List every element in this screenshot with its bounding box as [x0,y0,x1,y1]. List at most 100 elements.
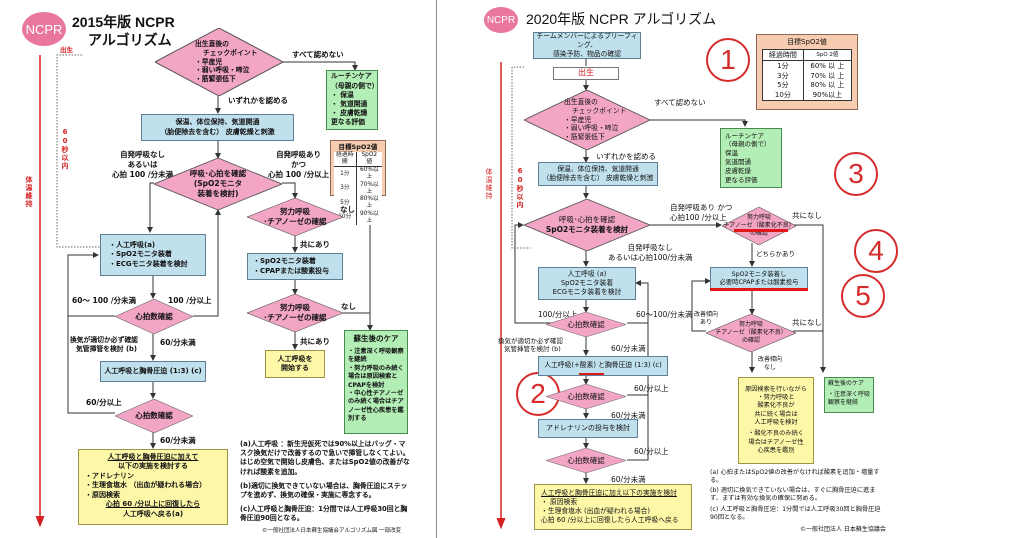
ventilation-adequate-label: 換気が適切か必ず確認 気管挿管を検討 (b) [70,336,138,353]
any-label: いずれかを認める [228,96,288,105]
ventilation-adequate-label: 換気が適切か必ず確認 気管挿管を検討 (b) [498,337,563,354]
hr-under-60-label-1: 60/分未満 [160,338,196,347]
hr-60-up-label-2: 60/分以上 [634,447,669,456]
initial-steps-line1: 保温、体位保持、気道開通 [175,118,260,127]
both-none-label-2: 共になし [792,318,822,327]
hr-60-up-label-1: 60/分以上 [634,384,669,393]
post-care-item: ・中心性チアノーゼのみ続く場合はチアノーゼ性心疾患を鑑別する [348,389,404,422]
post-care-item: ・努力呼吸のみ続く場合は原因検索とCPAPを検討 [348,364,404,389]
post-care-item: ・注意深く呼吸観察を継続 [348,348,404,364]
no-breath-label: 自発呼吸なし あるいは心拍100/分未満 [608,243,693,262]
highlight-underline [579,373,604,375]
highlight-underline [710,288,808,291]
checkpoint-title2: チェックポイント [203,48,258,57]
final-action-box: 人工呼吸と胸骨圧迫に加え以下の実施を検討 ・ 原因検索 ・生理食塩水 (出血が疑… [534,484,692,530]
spo2-target-title: 目標SpO2値 [338,143,378,151]
any-label: いずれかを認める [596,152,656,161]
sixty-sec-label: 60秒以内 [61,128,69,170]
routine-care-subtitle: （母親の側で） [331,81,379,90]
marker-circle-1: 1 [706,38,750,82]
none-label-1: なし [340,205,355,214]
panel-2020: NCPR 2020年版 NCPR アルゴリズム チームメンバーによるブリーフィン… [438,0,1024,538]
briefing-box: チームメンバーによるブリーフィング、 感染予防、物品の確認 [533,32,641,59]
labored-breathing-check-diamond-2: 努力呼吸 チアノーゼ（酸素化不良） の確認 [706,314,796,352]
cause-search-box: 原因検索を行いながら ・努力呼吸と 酸素化不良が 共に続く場合は 人工呼吸を検討… [738,377,814,464]
checkpoint-title1: 出生直後の [195,39,229,48]
start-ventilation-box: 人工呼吸を 開始する [265,350,325,378]
marker-circle-3: 3 [834,152,878,196]
marker-circle-4: 4 [854,229,898,273]
sixty-sec-label: 60秒以内 [516,167,524,209]
breath-label: 自発呼吸あり かつ 心拍 100 /分以上 [268,150,330,179]
ventilation-box: 人工呼吸 (a) SpO2モニタ装着 ECGモニタ装着を検討 [538,267,636,300]
hr-100-up-label: 100/分以上 [538,310,578,319]
checkpoint-item: ・筋緊張低下 [195,75,236,84]
initial-steps-line2: （胎便除去を含む） 皮膚乾燥と刺激 [160,127,275,136]
title-line1: 2015年版 NCPR [72,14,175,30]
breath-hr-check-diamond: 呼吸･心拍を確認 (SpO2モニタ 装着を検討) [154,158,282,210]
note-b: (b) 適切に換気できていない場合は、すぐに胸骨圧迫に進まず、まずは有効な換気の… [710,487,876,503]
either-present-label: どちらかあり [756,250,795,258]
hr-under-60-label-3: 60/分未満 [611,475,646,484]
hr-under-60-label-2: 60/分未満 [160,436,196,445]
routine-care-item: ・ 保温 [331,90,354,99]
ventilation-compression-box: 人工呼吸と胸骨圧迫 (1:3) (c) [100,361,206,382]
ncpr-logo: NCPR [484,7,518,33]
breath-label: 自発呼吸あり かつ 心拍100 /分以上 [670,203,733,222]
hr-100-up-label: 100 /分以上 [168,296,212,305]
none-label: すべて認めない [292,50,344,59]
checkpoint-item: ・早産児 [195,57,223,66]
checkpoint-diamond: 出生直後の チェックポイント ・早産児 ・弱い呼吸・啼泣 ・筋緊張低下 [524,90,650,150]
spo2-cpap-box: SpO2モニタ装着し 必要時CPAPまたは酸素投与 [710,267,808,291]
breath-hr-check-diamond: 呼吸･心拍を確認 SpO2モニタ装着を検討 [524,199,650,251]
highlight-underline [734,229,788,232]
spo2-target-title: 目標SpO2値 [787,38,827,46]
post-resuscitation-care-box: 蘇生後のケア ・注意深く呼吸 観察を継続 [824,377,874,413]
post-care-title: 蘇生後のケア [353,334,399,343]
checkpoint-item: ・弱い呼吸・啼泣 [195,66,250,75]
temperature-label: 体温維持 [25,176,33,208]
hr-60-100-label: 60～100/分未満 [636,310,693,319]
page-title: 2020年版 NCPR アルゴリズム [526,11,717,27]
post-resuscitation-care-box: 蘇生後のケア ・注意深く呼吸観察を継続 ・努力呼吸のみ続く場合は原因検索とCPA… [344,330,408,434]
marker-circle-5: 5 [841,274,885,318]
both-present-label-2: 共にあり [300,337,330,346]
ncpr-logo: NCPR [22,12,66,46]
temperature-label: 体温維持 [485,168,493,200]
hr-check-diamond-2: 心拍数確認 [115,399,193,433]
routine-care-title: ルーチンケア [331,72,372,81]
hr-60-100-label: 60～ 100 /分未満 [72,296,137,305]
routine-care-extra: 更なる評価 [331,118,365,127]
none-label: すべて認めない [654,98,706,107]
routine-care-item: ・ 皮膚乾燥 [331,109,368,118]
ventilation-compression-box: 人工呼吸(+酸素) と胸骨圧迫 (1:3) (c) [538,356,668,376]
no-breath-label: 自発呼吸なし あるいは 心拍 100 /分未満 [112,150,174,179]
panel-2015: NCPR 2015年版 NCPR アルゴリズム 出生 60秒以内 体温維持 出生… [0,0,436,538]
labored-breathing-check-diamond-2: 努力呼吸 ･チアノーゼの確認 [247,294,343,332]
not-improving-label: 改善傾向 なし [758,356,783,371]
hr-under-60-label-1: 60/分未満 [611,344,646,353]
hr-check-diamond-1: 心拍数確認 [115,299,193,334]
labored-breathing-check-diamond: 努力呼吸 チアノーゼ（酸素化不良） の確認 [722,207,796,245]
none-label-2: なし [341,302,356,311]
both-none-label-1: 共になし [792,211,822,220]
spo2-col-value: SpO2値 [356,151,382,168]
copyright: ©一般社団法人 日本蘇生協議会 [800,526,886,533]
birth-box: 出生 [553,67,619,80]
initial-steps-box: 保温、体位保持、気道開通 （胎便除去を含む） 皮膚乾燥と刺激 [538,162,658,186]
hr-check-diamond-3: 心拍数確認 [546,448,626,473]
birth-label: 出生 [60,46,73,54]
note-c: (c) 人工呼吸と胸骨圧迫：1分間では人工呼吸30回と胸骨圧迫90回となる。 [710,506,881,522]
title-line2: アルゴリズム [88,32,172,48]
note-b: (b)適切に換気できていない場合は、胸骨圧迫にステップを進めず、換気の確保・実施… [240,482,408,500]
note-a: (a) 心拍またはSpO2値の改善がなければ酸素を追加・増量する。 [710,469,880,485]
panel-divider [436,0,437,538]
